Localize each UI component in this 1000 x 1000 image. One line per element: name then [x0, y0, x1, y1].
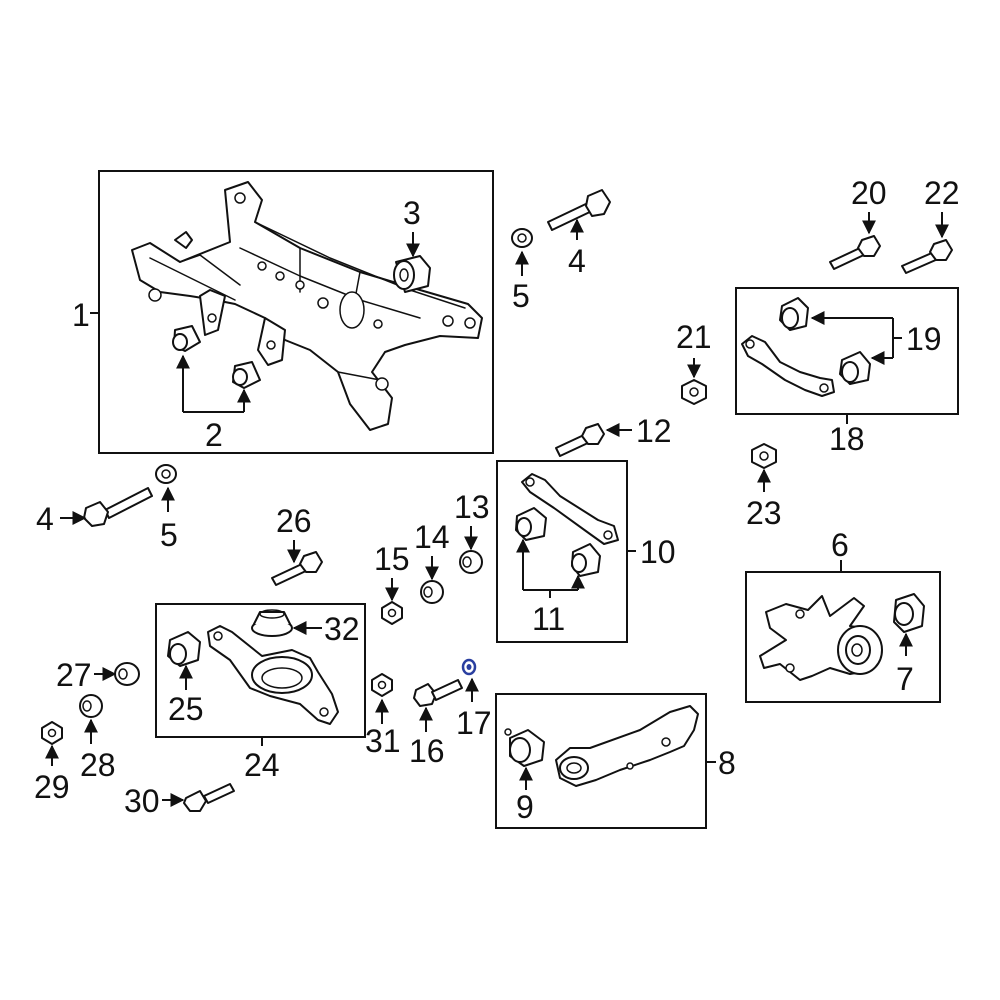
bolt-16 — [413, 679, 463, 707]
spring-seat-32 — [251, 609, 293, 637]
nut-15 — [381, 601, 403, 625]
bushing-11b — [571, 543, 601, 577]
callout-11: 11 — [532, 601, 565, 637]
washer-27 — [114, 662, 140, 686]
leader-lines — [45, 212, 949, 807]
washer-28 — [79, 694, 103, 718]
callout-5-left: 5 — [160, 517, 178, 553]
callout-6: 6 — [831, 527, 849, 563]
knuckle-drawing — [759, 595, 883, 681]
bushing-11a — [515, 507, 547, 541]
callout-24: 24 — [244, 747, 280, 783]
bushing-19a — [779, 297, 809, 331]
callout-20: 20 — [851, 175, 887, 211]
callout-4-top: 4 — [568, 243, 586, 279]
washer-5-top — [511, 228, 533, 248]
bolt-4-top — [547, 189, 611, 231]
bushing-19b — [839, 351, 871, 385]
knuckle-group-box — [745, 571, 941, 703]
callout-3: 3 — [403, 195, 421, 231]
callout-21: 21 — [676, 319, 712, 355]
bolt-20 — [829, 235, 881, 270]
callout-30: 30 — [124, 783, 160, 819]
callout-15: 15 — [374, 541, 410, 577]
bushing-25 — [167, 631, 201, 667]
lower-arm-group-box — [155, 603, 366, 738]
callout-29: 29 — [34, 769, 70, 805]
callout-32: 32 — [324, 611, 360, 647]
washer-13 — [459, 550, 483, 574]
bolt-26 — [271, 551, 323, 586]
callout-25: 25 — [168, 691, 204, 727]
subframe-bushing-2b — [232, 361, 261, 389]
subframe-drawing — [131, 181, 483, 431]
callout-13: 13 — [454, 489, 490, 525]
bolt-22 — [901, 239, 953, 274]
callout-28: 28 — [80, 747, 116, 783]
callout-23: 23 — [746, 495, 782, 531]
nut-23 — [751, 443, 777, 469]
subframe-bushing-2a — [172, 325, 201, 352]
bushing-7 — [893, 593, 925, 633]
callout-12: 12 — [636, 413, 672, 449]
callout-1: 1 — [72, 297, 90, 333]
trailing-link-8-drawing — [555, 705, 699, 787]
callout-17: 17 — [456, 705, 492, 741]
callout-22: 22 — [924, 175, 960, 211]
callout-4-left: 4 — [36, 501, 54, 537]
nut-29 — [41, 721, 63, 745]
callout-26: 26 — [276, 503, 312, 539]
callout-16: 16 — [409, 733, 445, 769]
callout-18: 18 — [829, 421, 865, 457]
callout-27: 27 — [56, 657, 92, 693]
callout-9: 9 — [516, 789, 534, 825]
callout-19: 19 — [906, 321, 942, 357]
bushing-9 — [504, 728, 545, 767]
nut-31 — [371, 673, 393, 697]
bolt-12 — [555, 423, 605, 457]
washer-5-left — [155, 464, 177, 484]
callout-14: 14 — [414, 519, 450, 555]
arm-10-drawing — [521, 473, 619, 545]
washer-14 — [420, 580, 444, 604]
callout-8: 8 — [718, 745, 736, 781]
nut-21 — [681, 379, 707, 405]
callout-10: 10 — [640, 534, 676, 570]
bolt-30 — [183, 783, 235, 812]
callout-labels: 1 2 3 4 5 4 5 20 22 19 18 21 23 12 10 11… — [34, 175, 960, 825]
bolt-4-left — [83, 487, 153, 527]
washer-17[interactable] — [461, 658, 477, 676]
callout-7: 7 — [896, 661, 914, 697]
callout-31: 31 — [365, 723, 401, 759]
arm-18-drawing — [741, 335, 835, 397]
callout-5-top: 5 — [512, 278, 530, 314]
lower-arm-24-drawing — [207, 625, 339, 725]
callout-2: 2 — [205, 417, 223, 453]
subframe-bushing-3 — [393, 255, 431, 293]
